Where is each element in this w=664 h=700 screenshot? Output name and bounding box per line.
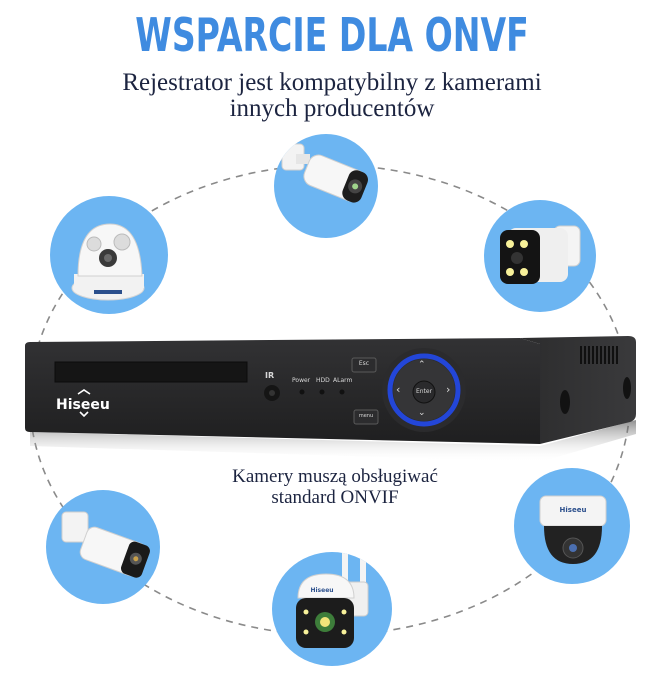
- esc-button[interactable]: Esc: [358, 360, 370, 367]
- vent-grille: [580, 346, 618, 364]
- dome-camera-icon: [71, 223, 145, 301]
- led-alarm-label: ALarm: [333, 377, 353, 384]
- led-power-label: Power: [292, 377, 311, 384]
- brand-label: Hiseeu: [560, 506, 587, 514]
- bullet-color-camera-icon: [500, 225, 581, 284]
- ptz-camera-icon: Hiseeu: [296, 552, 369, 648]
- caption-line-2: standard ONVIF: [271, 487, 399, 508]
- vandal-dome-camera-icon: Hiseeu: [539, 495, 607, 564]
- nav-right-icon[interactable]: ›: [446, 383, 451, 396]
- dvr-brand-logo: Hiseeu: [56, 397, 110, 413]
- bullet-camera-top: [274, 134, 378, 238]
- enter-button[interactable]: Enter: [415, 388, 433, 395]
- subtitle-line-2: innych producentów: [229, 95, 435, 122]
- nav-down-icon[interactable]: ⌄: [418, 408, 426, 418]
- ir-label: IR: [265, 371, 275, 380]
- dome-camera-lower-right: Hiseeu: [514, 468, 630, 584]
- nav-up-icon[interactable]: ⌃: [418, 360, 426, 370]
- ptz-camera-bottom: Hiseeu: [272, 552, 392, 666]
- menu-button[interactable]: menu: [358, 413, 374, 419]
- onvif-caption: Kamery muszą obsługiwać standard ONVIF: [170, 466, 500, 508]
- page-title: WSPARCIE DLA ONVF: [135, 8, 529, 62]
- subtitle-line-1: Rejestrator jest kompatybilny z kamerami: [122, 69, 542, 96]
- caption-line-1: Kamery muszą obsługiwać: [232, 466, 438, 487]
- brand-label: Hiseeu: [310, 587, 333, 594]
- led-hdd-label: HDD: [316, 377, 330, 384]
- bullet-camera-icon: [61, 511, 150, 578]
- bullet-camera-icon: [281, 143, 368, 203]
- bullet-camera-lower-left: [46, 490, 160, 604]
- page-subtitle: Rejestrator jest kompatybilny z kamerami…: [0, 70, 664, 122]
- dome-camera-upper-left: [50, 196, 168, 314]
- nav-left-icon[interactable]: ‹: [396, 383, 401, 396]
- bullet-camera-upper-right: [484, 200, 596, 312]
